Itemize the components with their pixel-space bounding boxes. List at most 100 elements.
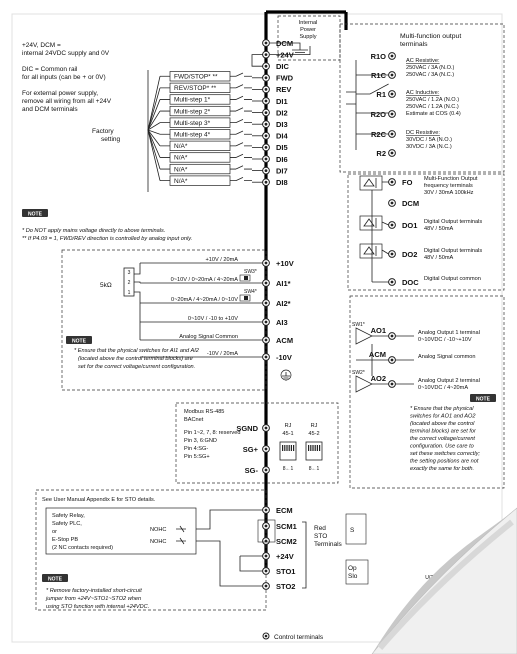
terminal-label-di1: DI1 <box>276 97 288 106</box>
sto-ecm-terminal-dot <box>264 508 268 512</box>
ao-note: the setting positions are not <box>410 459 479 465</box>
rs485-sg-terminal-dot <box>264 468 268 472</box>
note-p409: ** If P4.09 = 1, FWD/REV direction is co… <box>22 236 192 242</box>
ai-line-label: -10V / 20mA <box>207 351 238 357</box>
factory-setting-label: Factory <box>92 128 114 135</box>
terminal-label-di8: DI8 <box>276 178 288 187</box>
di-dic-terminal-dot <box>264 64 268 68</box>
internal-power-supply-label: Internal <box>299 20 318 26</box>
ao-note: configuration. Use care to <box>410 444 474 450</box>
note-badge-label: NOTE <box>476 396 491 402</box>
relay-r2o-terminal-dot <box>390 112 394 116</box>
relay-output-box <box>339 23 505 173</box>
optocoupler-icon <box>359 243 383 259</box>
ao-note: exactly the same for both. <box>410 466 474 472</box>
ao-desc: 0~10VDC / -10~+10V <box>418 337 472 343</box>
potentiometer-value: 5kΩ <box>100 282 112 289</box>
do-do1-terminal-dot <box>390 223 394 227</box>
red-sto-terminals-label: STO <box>314 533 327 540</box>
rj45-label: RJ <box>311 423 318 429</box>
internal-power-supply-box <box>277 15 341 61</box>
safety-device-label: Safety Relay, <box>52 513 85 519</box>
di-di4-terminal-dot <box>264 134 268 138</box>
ao-note: (located above the control <box>410 421 475 427</box>
terminal-label-fwd: FWD <box>276 74 294 83</box>
ai-switch-label: SW4* <box>244 289 257 295</box>
ao-note: * Ensure that the physical <box>410 406 474 412</box>
terminal-label-ao1: AO1 <box>371 326 386 335</box>
di-di3-terminal-dot <box>264 122 268 126</box>
do-do2-terminal-dot <box>390 252 394 256</box>
di-function-label: Multi-step 3* <box>174 120 211 127</box>
ai-line-label: 0~10V / -10 to +10V <box>188 316 238 322</box>
terminal-label-ai3: AI3 <box>276 318 288 327</box>
rs485-sg-terminal-dot <box>264 447 268 451</box>
terminal-label-di7: DI7 <box>276 166 288 175</box>
di-dcm-terminal-dot <box>264 41 268 45</box>
svg-text:set for the correct voltage/cu: set for the correct voltage/current conf… <box>78 364 195 370</box>
note-badge: NOTE <box>42 574 68 582</box>
ao-desc: 0~10VDC / 4~20mA <box>418 385 468 391</box>
terminal-label-di3: DI3 <box>276 120 288 129</box>
di-di2-terminal-dot <box>264 111 268 114</box>
ai-ai3-terminal-dot <box>264 320 268 324</box>
safety-device-box <box>45 507 197 555</box>
sto-block <box>257 519 276 543</box>
note-badge-label: NOTE <box>72 338 87 344</box>
relay-spec-line: 250VAC / 3A (N.O.) <box>406 65 455 71</box>
di-function-label: N/A* <box>174 143 188 150</box>
terminal-label-fo: FO <box>402 178 413 187</box>
ao-acm-terminal-dot <box>390 358 394 362</box>
svg-text:2: 2 <box>128 280 131 286</box>
di-function-label: N/A* <box>174 155 188 162</box>
svg-text:internal 24VDC supply and 0V: internal 24VDC supply and 0V <box>22 50 110 57</box>
ao-desc: Analog Output 2 terminal <box>418 378 480 384</box>
sto-group: See User Manual Appendix E for STO detai… <box>42 497 343 610</box>
rj45-label: RJ <box>285 423 292 429</box>
di-function-label: Multi-step 2* <box>174 108 211 115</box>
terminal-label-do2: DO2 <box>402 250 417 259</box>
do-desc: 30V / 30mA 100kHz <box>424 190 474 196</box>
relay-spec-line: 250VAC / 1.2A (N.O.) <box>406 97 459 103</box>
ao-desc: Analog Signal common <box>418 354 476 360</box>
relay-r1-terminal-dot <box>390 92 394 96</box>
do-desc: frequency terminals <box>424 183 473 189</box>
relay-r2c-terminal-dot <box>390 132 394 136</box>
ao-ao2-terminal-dot <box>390 382 394 386</box>
di-function-label: N/A* <box>174 166 188 173</box>
relay-spec-line: 30VDC / 5A (N.O.) <box>406 137 452 143</box>
terminal-label-ao2: AO2 <box>371 374 386 383</box>
note-badge-label: NOTE <box>48 576 63 582</box>
di-rev-terminal-dot <box>264 88 268 91</box>
partial-box-1 <box>345 513 367 545</box>
note-ai-switches: * Ensure that the physical switches for … <box>74 348 200 354</box>
relay-spec-head: AC Inductive: <box>406 90 440 96</box>
ao-switch-label: SW1* <box>352 322 365 328</box>
amplifier-icon <box>355 375 373 393</box>
optocoupler-icon <box>359 175 383 191</box>
sto-box <box>35 489 267 611</box>
relay-spec-line: 250VAC / 1.2A (N.C.) <box>406 104 459 110</box>
safety-device-label: Safety PLC, <box>52 521 82 527</box>
rj45-pin-order: 8←1 <box>283 466 294 472</box>
do-desc: 48V / 50mA <box>424 255 453 261</box>
terminal-label-10v: -10V <box>276 353 292 362</box>
terminal-label-r2: R2 <box>376 149 386 158</box>
terminal-label-ecm: ECM <box>276 506 293 515</box>
di-function-label: REV/STOP* ** <box>174 85 217 92</box>
ai-10v-terminal-dot <box>264 355 268 359</box>
ai-10v-terminal-dot <box>264 261 268 265</box>
di-di8-terminal-dot <box>264 180 268 184</box>
relay-spec-line: 250VAC / 3A (N.C.) <box>406 72 454 78</box>
rs485-note: Modbus RS-485 <box>184 409 224 415</box>
ai-line-label: Analog Signal Common <box>179 334 238 340</box>
rs485-note: Pin 5:SG+ <box>184 454 210 460</box>
note-badge: NOTE <box>22 209 48 217</box>
di-function-label: N/A* <box>174 178 188 185</box>
svg-text:45-2: 45-2 <box>308 431 319 437</box>
ai-ai2-terminal-dot <box>264 301 268 305</box>
digital-input-group: DCM+24VDICFWDREVDI1DI2DI3DI4DI5DI6DI7DI8… <box>147 39 311 192</box>
